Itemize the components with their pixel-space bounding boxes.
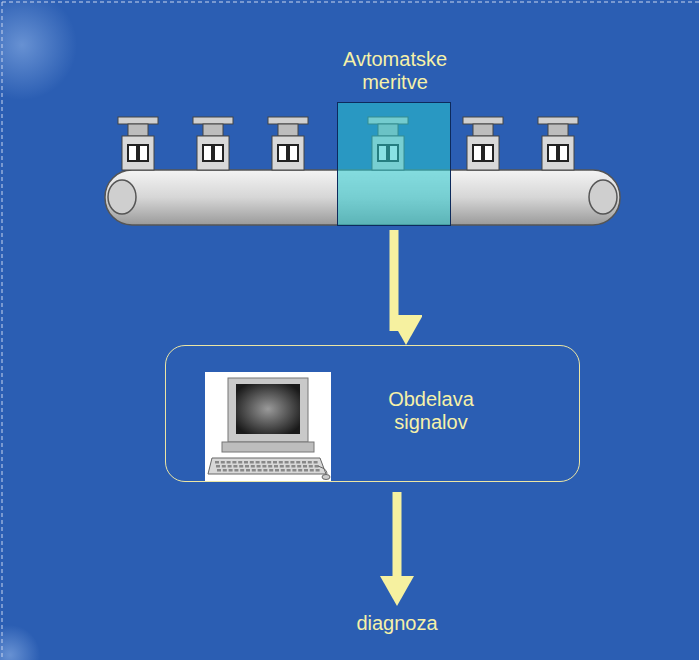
computer-icon (205, 372, 331, 482)
flow-arrow (380, 492, 414, 606)
flow-arrow (390, 230, 399, 331)
glow (0, 0, 77, 100)
highlight-box (337, 102, 451, 226)
frame-border (2, 2, 699, 3)
frame-border (2, 2, 3, 660)
station-label: Avtomatske meritve (310, 48, 480, 94)
processing-box: Obdelava signalov (165, 345, 580, 482)
glow (0, 625, 40, 660)
measurement-station: Avtomatske meritve (300, 40, 490, 226)
box-label: Obdelava signalov (366, 388, 496, 434)
result-label: diagnoza (297, 612, 497, 635)
